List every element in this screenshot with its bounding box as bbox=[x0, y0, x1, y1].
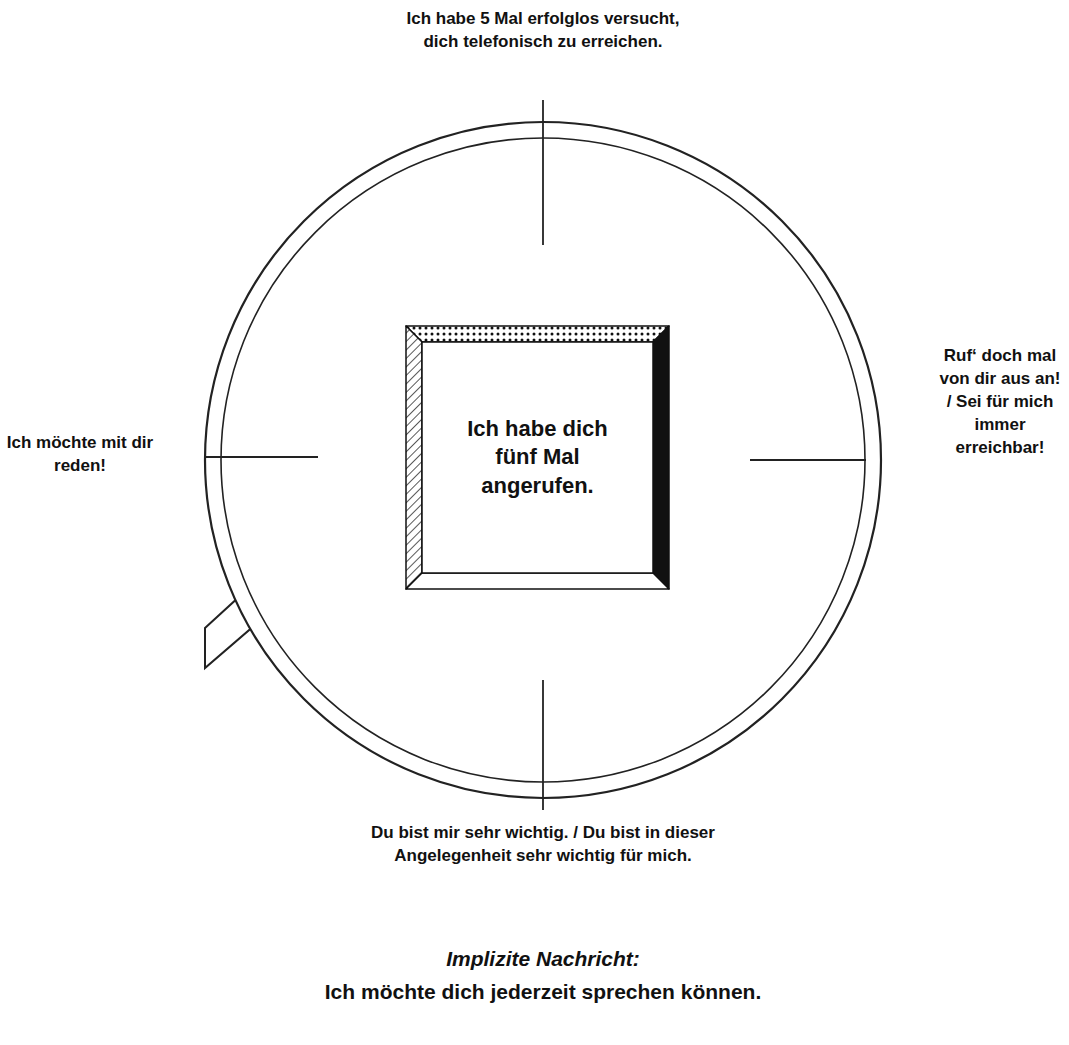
tick-lines bbox=[205, 100, 866, 810]
framed-message-box: Ich habe dich fünf Mal angerufen. bbox=[405, 325, 670, 590]
side-label: Ich möchte mit dir reden! bbox=[5, 432, 155, 478]
message-text: Ich habe dich fünf Mal angerufen. bbox=[463, 415, 613, 501]
implicit-message: Ich möchte dich jederzeit sprechen könne… bbox=[143, 978, 943, 1006]
implicit-message: Implizite Nachricht: bbox=[193, 945, 893, 973]
side-label: Ich habe 5 Mal erfolglos versucht, dich … bbox=[393, 8, 693, 54]
side-label: Du bist mir sehr wichtig. / Du bist in d… bbox=[343, 822, 743, 868]
side-label: Ruf‘ doch mal von dir aus an! / Sei für … bbox=[939, 345, 1061, 460]
